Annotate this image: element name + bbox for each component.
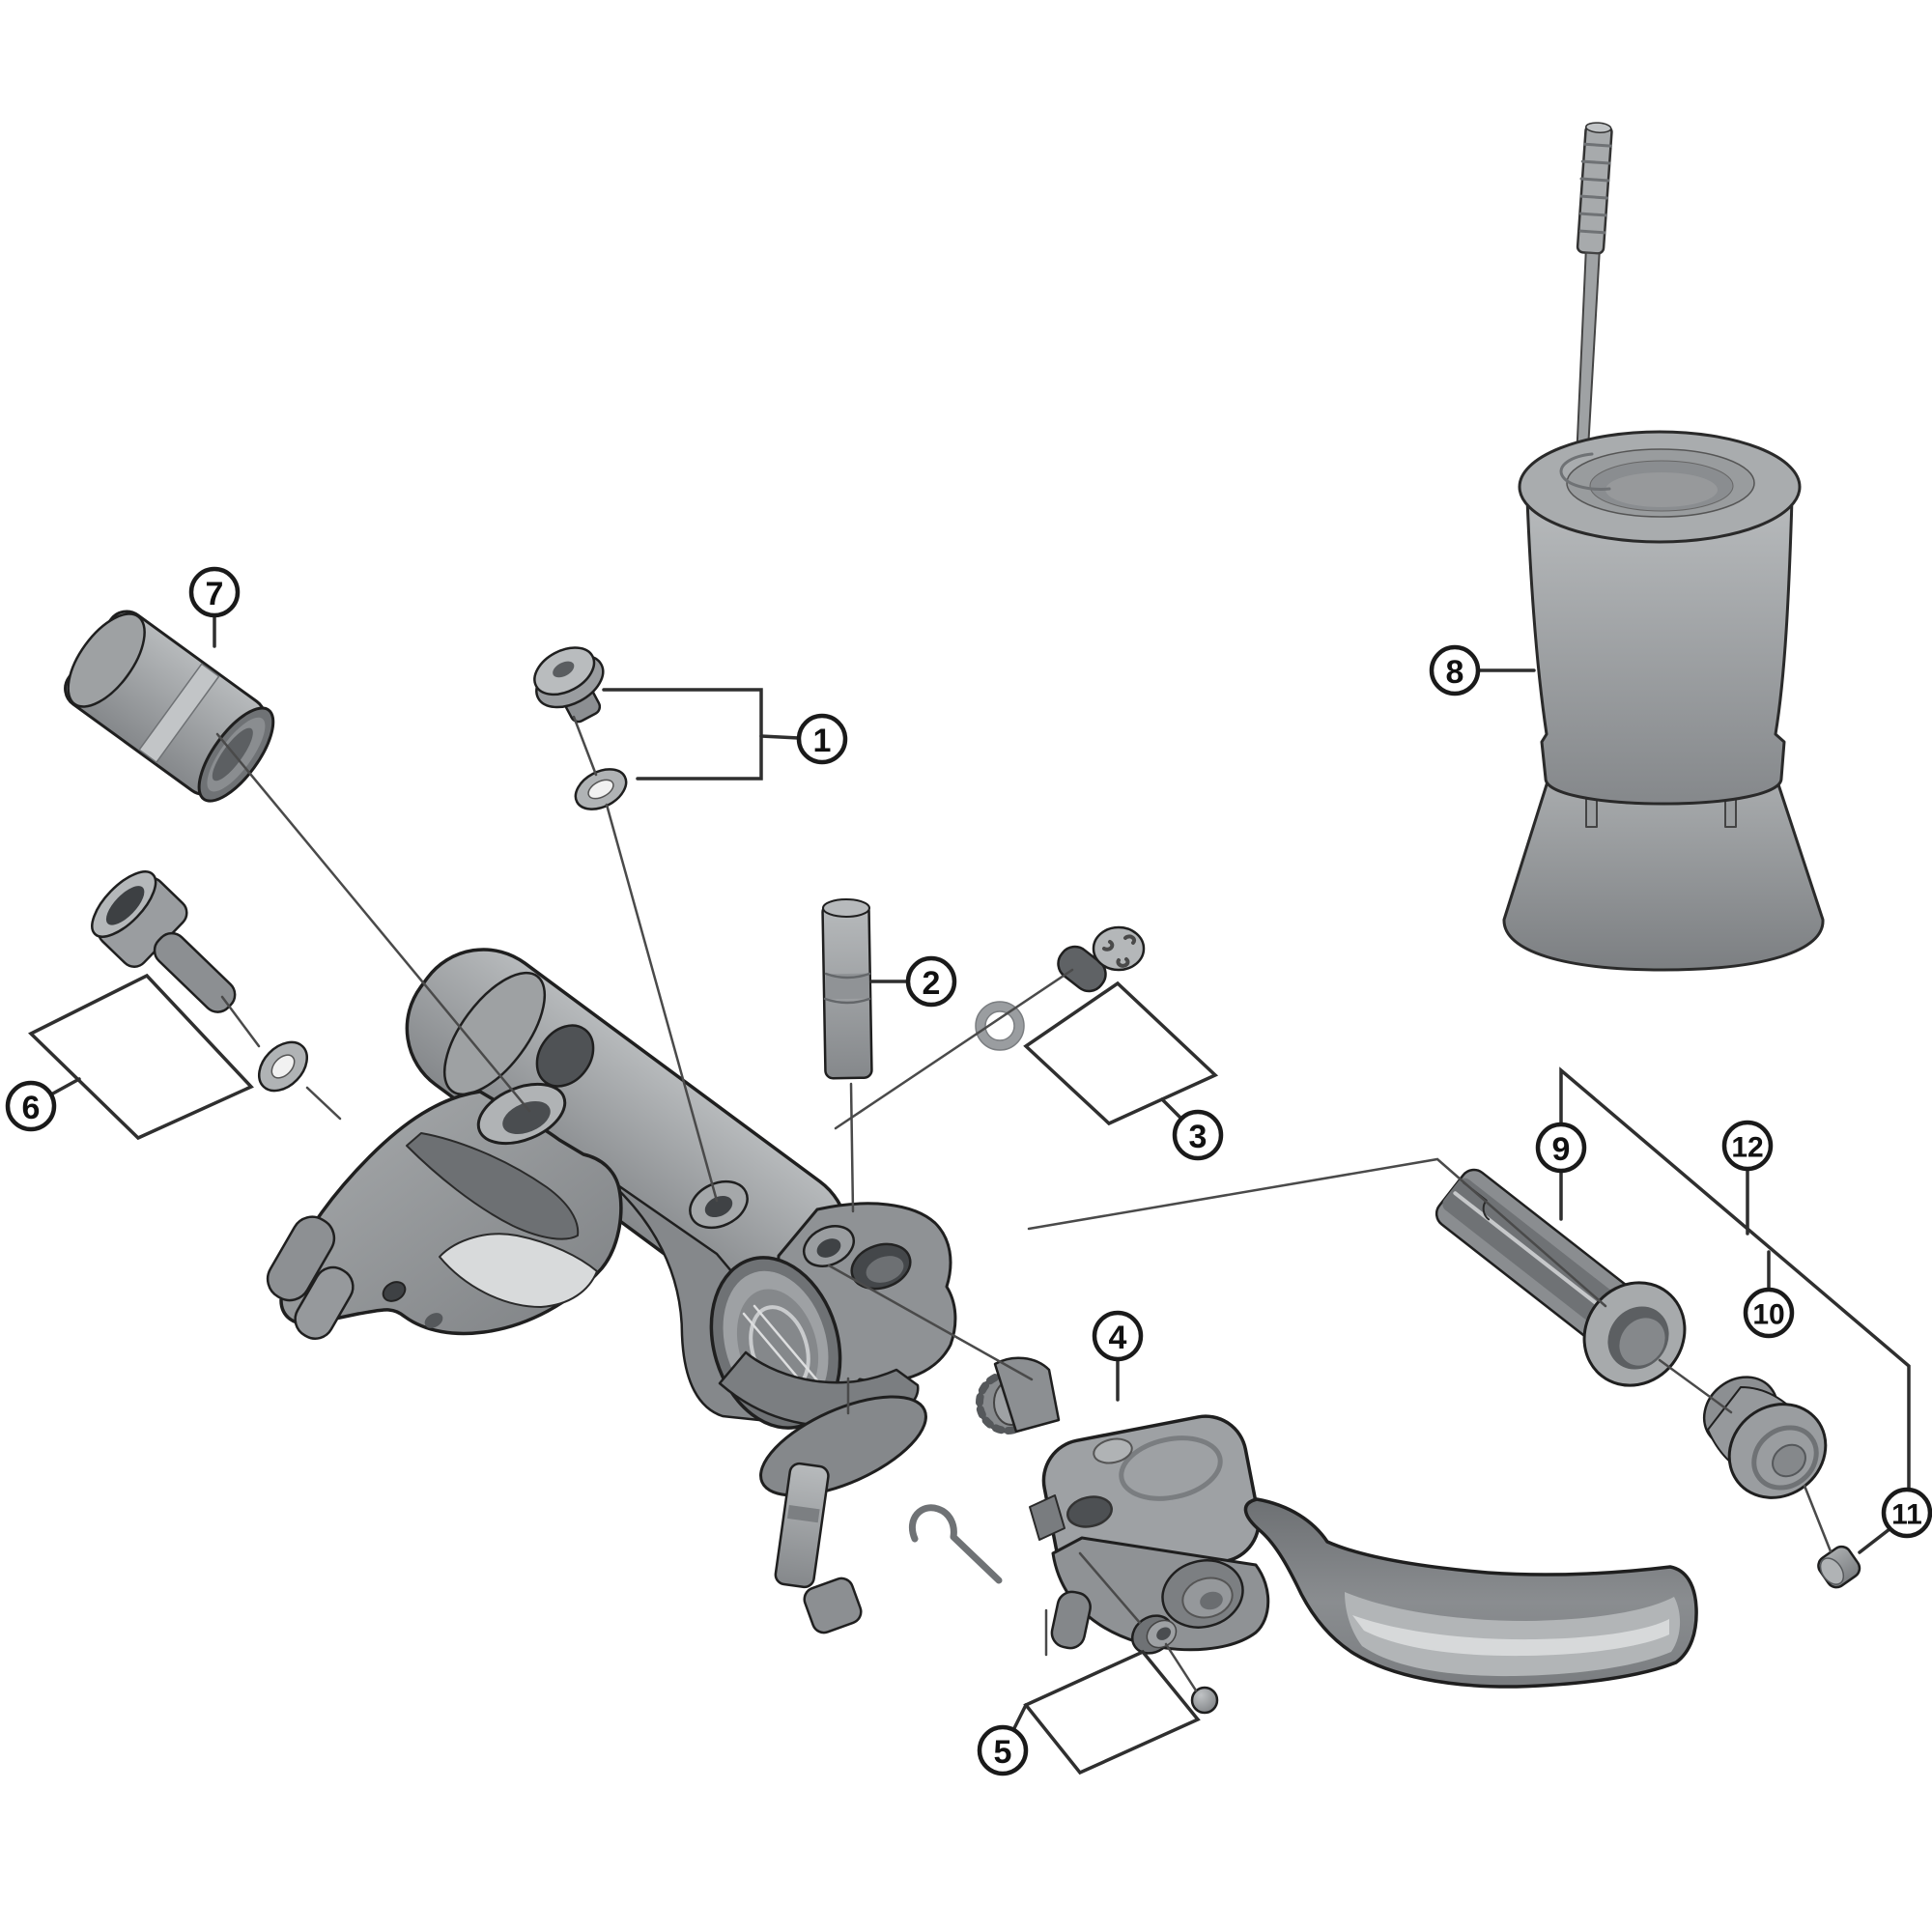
piston-sleeve-part9 bbox=[1435, 1168, 1687, 1387]
callout-9: 9 bbox=[1535, 1122, 1587, 1174]
callout-7: 7 bbox=[188, 566, 241, 618]
callout-5: 5 bbox=[977, 1724, 1029, 1776]
bleed-washer-part1 bbox=[574, 768, 628, 810]
callout-2: 2 bbox=[905, 955, 957, 1008]
clamp-washer-part6 bbox=[257, 1040, 309, 1093]
pivot-pin-part2 bbox=[821, 898, 873, 1080]
svg-text:1: 1 bbox=[813, 723, 832, 759]
bleed-screw-part1 bbox=[533, 646, 605, 724]
svg-text:3: 3 bbox=[1189, 1119, 1208, 1155]
bleed-funnel-part8 bbox=[1502, 122, 1825, 972]
callout-leaders bbox=[28, 613, 1911, 1776]
svg-text:7: 7 bbox=[206, 576, 224, 612]
clamp-bolt-part6 bbox=[91, 870, 237, 1013]
port-screw-part3 bbox=[1057, 925, 1146, 993]
svg-text:8: 8 bbox=[1446, 654, 1464, 691]
svg-text:11: 11 bbox=[1891, 1499, 1922, 1531]
callout-4: 4 bbox=[1092, 1310, 1144, 1362]
axis-lines bbox=[215, 715, 1833, 1692]
lever-spring bbox=[909, 1504, 1003, 1584]
callout-6: 6 bbox=[5, 1080, 57, 1132]
callout-12: 12 bbox=[1721, 1120, 1774, 1172]
o-ring-part3 bbox=[975, 1001, 1025, 1051]
callout-10: 10 bbox=[1743, 1287, 1795, 1339]
cover-part7 bbox=[64, 610, 275, 803]
callout-11: 11 bbox=[1881, 1487, 1932, 1539]
callout-3: 3 bbox=[1172, 1109, 1224, 1161]
lever-body bbox=[266, 948, 957, 1634]
svg-text:2: 2 bbox=[923, 965, 941, 1002]
callout-8: 8 bbox=[1429, 644, 1481, 696]
svg-text:6: 6 bbox=[22, 1090, 41, 1126]
cam-bushing-part5 bbox=[1130, 1614, 1178, 1655]
callout-1: 1 bbox=[796, 713, 848, 765]
svg-text:10: 10 bbox=[1752, 1299, 1784, 1331]
ball-end-part5 bbox=[1190, 1686, 1219, 1715]
svg-text:4: 4 bbox=[1109, 1320, 1127, 1356]
svg-text:12: 12 bbox=[1731, 1132, 1763, 1164]
diaphragm-part10 bbox=[1702, 1376, 1828, 1499]
svg-text:5: 5 bbox=[994, 1734, 1012, 1771]
brake-lever-part4 bbox=[909, 1356, 1698, 1689]
plug-part11 bbox=[1817, 1545, 1861, 1589]
svg-text:9: 9 bbox=[1552, 1131, 1571, 1168]
